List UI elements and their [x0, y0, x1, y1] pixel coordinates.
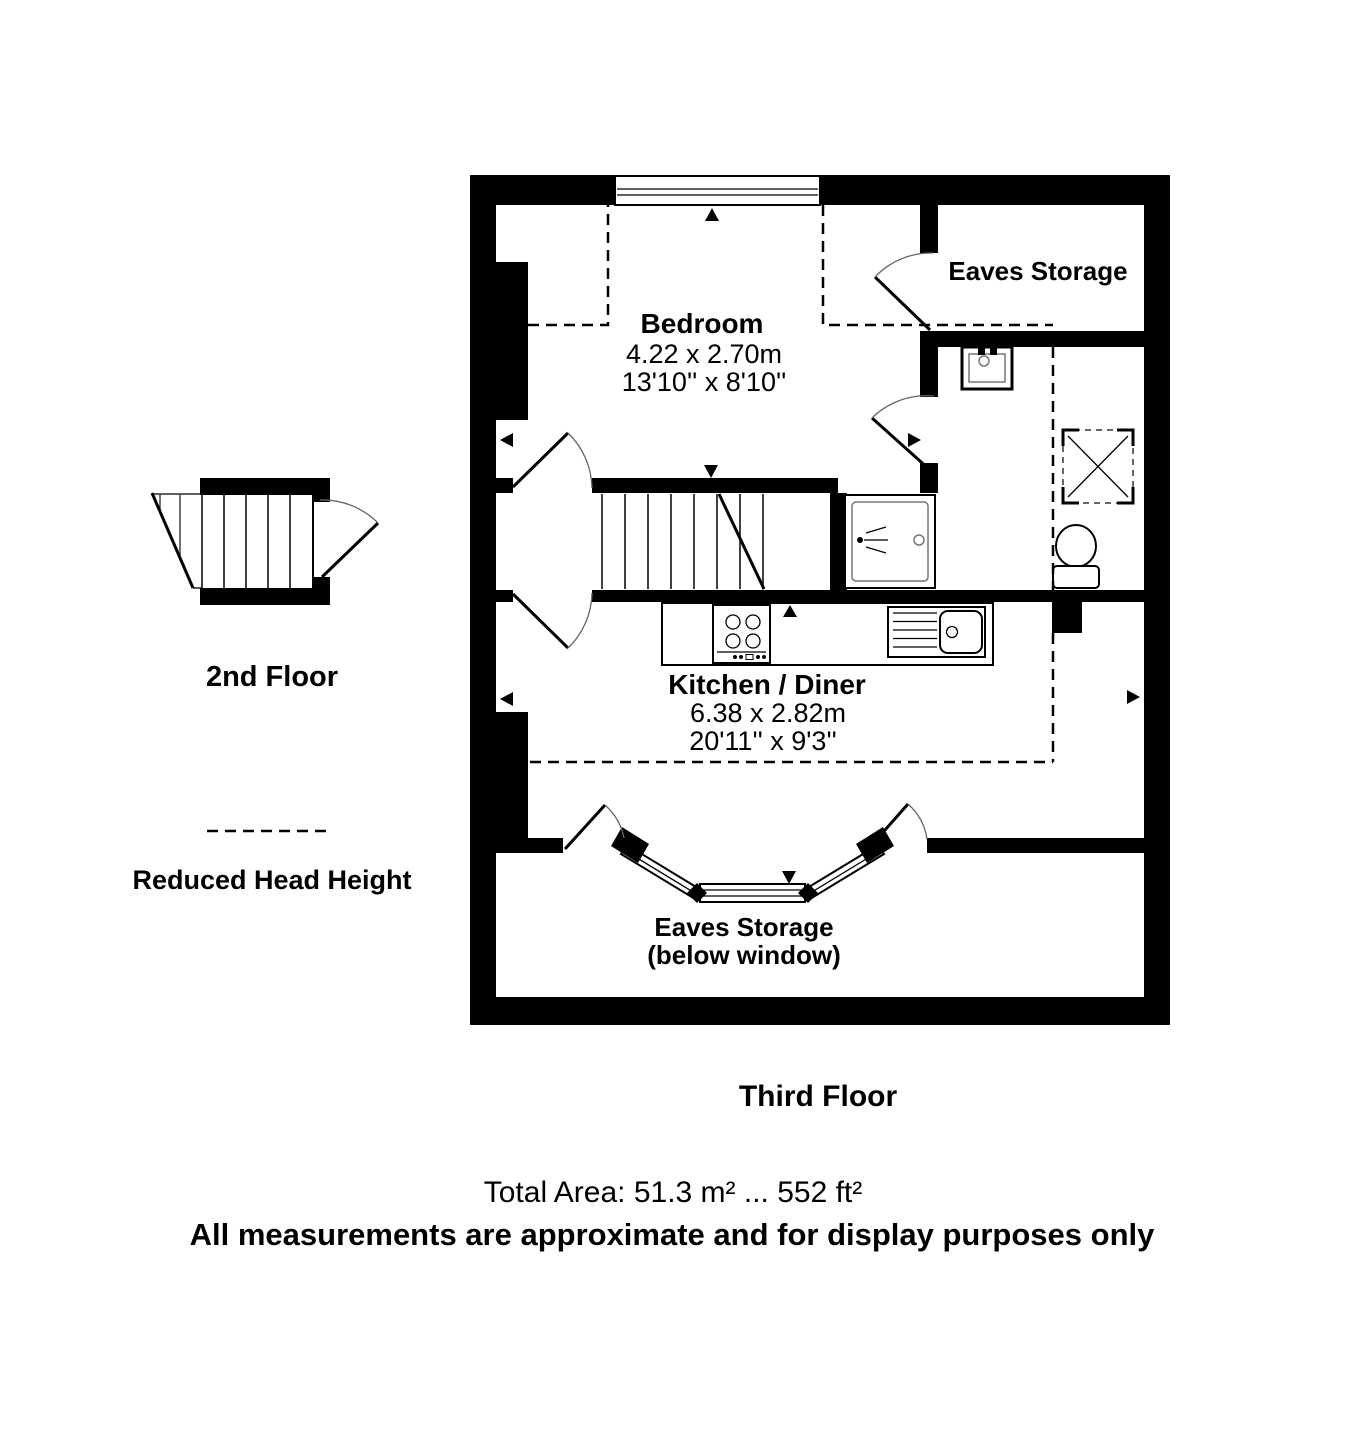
- toilet-icon: [1052, 524, 1100, 589]
- eaves-storage-door: [873, 252, 934, 332]
- svg-text:Eaves Storage: Eaves Storage: [654, 912, 833, 942]
- arrow-up-window: [705, 208, 719, 221]
- hob-icon: [712, 604, 771, 664]
- inset-wall-end-top: [313, 478, 330, 502]
- bedroom-name: Bedroom: [641, 308, 764, 339]
- chimney-pier-upper: [496, 262, 528, 420]
- inset-staircase-icon: [150, 492, 314, 589]
- bay-window-icon: [563, 803, 928, 903]
- arrow-up-kitchen: [783, 605, 797, 617]
- basin-icon: [960, 345, 1014, 391]
- legend-label: Reduced Head Height: [132, 865, 411, 895]
- svg-text:(below window): (below window): [647, 940, 841, 970]
- third-floor-plan: Bedroom 4.22 x 2.70m 13'10'' x 8'10'' Ki…: [470, 175, 1170, 1025]
- stair-diagonal: [717, 493, 766, 590]
- shower-cubicle-icon: [844, 494, 936, 589]
- bathroom-door: [870, 395, 935, 472]
- eaves-storage-label: Eaves Storage: [948, 256, 1127, 286]
- inset-label: 2nd Floor: [206, 661, 338, 693]
- inset-top-wall: [200, 478, 330, 495]
- bay-right-door: [868, 803, 928, 848]
- arrow-down-bay: [782, 871, 796, 884]
- bay-post-left: [611, 827, 649, 863]
- disclaimer: All measurements are approximate and for…: [190, 1217, 1155, 1252]
- kitchen-size-imperial: 20'11'' x 9'3'': [689, 726, 837, 756]
- kitchen-door: [511, 592, 593, 650]
- reduced-head-height-boundary: [528, 205, 1055, 764]
- total-area: Total Area: 51.3 m² ... 552 ft²: [484, 1176, 863, 1209]
- inset-stair-diagonal: [150, 492, 195, 589]
- slope-arrows: [500, 208, 1140, 884]
- second-floor-inset: 2nd Floor: [150, 478, 380, 693]
- shower-tray-icon: [1061, 428, 1135, 505]
- window-icon: [614, 175, 821, 206]
- kitchen-counter: [661, 602, 994, 666]
- bedroom-door: [511, 431, 593, 489]
- bedroom-size-metric: 4.22 x 2.70m: [626, 339, 782, 369]
- arrow-right-bathroom-door: [908, 433, 921, 447]
- outer-walls: [470, 175, 1170, 1025]
- arrow-right-kitchen: [1127, 690, 1140, 704]
- bay-left-door: [563, 803, 625, 851]
- plan-title: Third Floor: [739, 1080, 898, 1113]
- legend-reduced-head-height: Reduced Head Height: [132, 829, 412, 895]
- arrow-left-kitchen: [500, 692, 513, 706]
- kitchen-wall-stub: [1052, 602, 1082, 633]
- arrow-left-bedroom: [500, 433, 513, 447]
- inset-door-stub: [313, 577, 330, 605]
- inset-bottom-wall: [200, 588, 330, 605]
- bedroom-label: Bedroom 4.22 x 2.70m 13'10'' x 8'10'': [622, 308, 787, 397]
- kitchen-name: Kitchen / Diner: [668, 669, 866, 700]
- bedroom-size-imperial: 13'10'' x 8'10'': [622, 367, 787, 397]
- bay-post-right: [856, 827, 894, 863]
- kitchen-diner-label: Kitchen / Diner 6.38 x 2.82m 20'11'' x 9…: [668, 669, 866, 756]
- interior-walls: [496, 205, 1144, 853]
- eaves-storage-below-label: Eaves Storage (below window): [647, 912, 841, 970]
- kitchen-sink-icon: [887, 606, 986, 658]
- inset-door-arc: [319, 499, 380, 579]
- arrow-down-bedroom: [704, 465, 718, 478]
- kitchen-size-metric: 6.38 x 2.82m: [690, 698, 846, 728]
- chimney-pier-lower: [496, 712, 528, 838]
- staircase-icon: [601, 493, 766, 590]
